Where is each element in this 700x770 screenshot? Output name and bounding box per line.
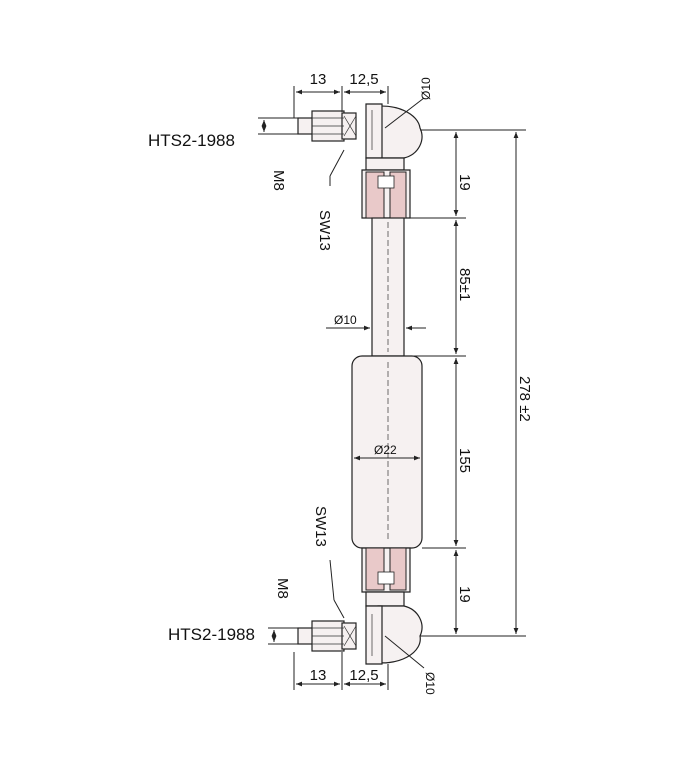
top-fitting-length-label: 19 xyxy=(456,174,473,191)
end-length-label: 12,5 xyxy=(349,71,378,88)
bottom-thread-length-label: 13 xyxy=(310,667,327,684)
thread-label: M8 xyxy=(270,170,287,191)
top-end-fitting xyxy=(297,103,423,171)
cylinder-diameter: Ø22 xyxy=(354,443,420,461)
rod-dia-label: Ø10 xyxy=(334,313,357,327)
bottom-end-block xyxy=(361,547,411,593)
bottom-dimensions: 13 12,5 Ø10 M8 SW13 HTS2-1988 xyxy=(168,506,437,695)
bottom-ball-dia-label: Ø10 xyxy=(423,672,437,695)
cylinder-length-label: 155 xyxy=(456,448,473,473)
thread-length-label: 13 xyxy=(310,71,327,88)
total-length-label: 278 ±2 xyxy=(516,376,533,422)
bottom-part-number: HTS2-1988 xyxy=(168,625,255,644)
bottom-fitting-length-label: 19 xyxy=(456,586,473,603)
cylinder-dia-label: Ø22 xyxy=(374,443,397,457)
wrench-size-label: SW13 xyxy=(316,210,333,251)
right-dimensions: 19 85±1 155 19 278 ±2 xyxy=(404,129,533,637)
top-end-block xyxy=(361,169,411,219)
bottom-wrench-size-label: SW13 xyxy=(312,506,329,547)
top-part-number: HTS2-1988 xyxy=(148,131,235,150)
stroke-label: 85±1 xyxy=(456,268,473,301)
ball-dia-label: Ø10 xyxy=(419,77,433,100)
bottom-end-fitting xyxy=(297,591,423,665)
rod-diameter: Ø10 xyxy=(326,313,426,331)
bottom-thread-label: M8 xyxy=(274,578,291,599)
bottom-end-length-label: 12,5 xyxy=(349,667,378,684)
top-dimensions: 13 12,5 Ø10 M8 SW13 HTS2-1988 xyxy=(148,71,433,251)
